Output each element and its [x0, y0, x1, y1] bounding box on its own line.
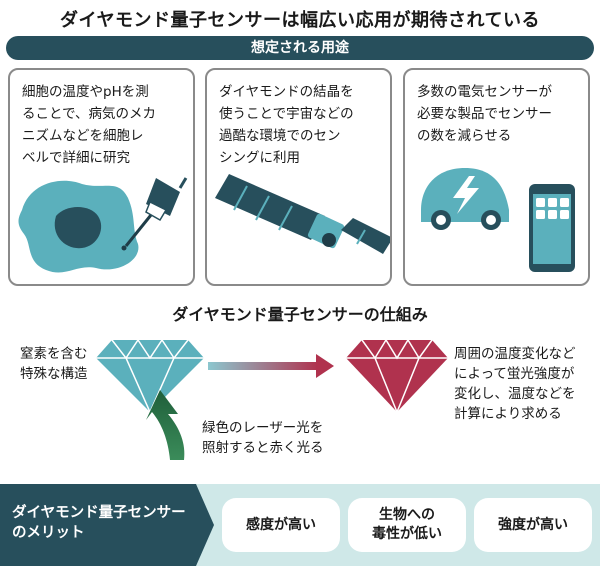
use-card-text: 細胞の温度やpHを測 ることで、病気のメカ ニズムなどを細胞レ ベルで詳細に研究	[22, 84, 157, 166]
use-card-cell: 細胞の温度やpHを測 ることで、病気のメカ ニズムなどを細胞レ ベルで詳細に研究	[8, 68, 195, 286]
laser-arrow-icon	[146, 390, 185, 460]
satellite-icon	[215, 174, 390, 254]
arrow-right-icon	[208, 354, 334, 378]
probe-icon	[121, 177, 188, 251]
uses-header: 想定される用途	[6, 36, 594, 60]
cell-icon	[18, 180, 139, 273]
laser-label: 緑色のレーザー光を 照射すると赤く光る	[202, 420, 324, 456]
products-illustration	[421, 168, 575, 272]
merit-sensitivity: 感度が高い	[222, 498, 340, 552]
merits-label-shape	[0, 484, 214, 566]
structure-label: 窒素を含む 特殊な構造	[20, 346, 88, 382]
use-card-text: ダイヤモンドの結晶を 使うことで宇宙などの 過酷な環境でのセン シングに利用	[219, 84, 354, 166]
red-diamond-icon	[346, 338, 448, 414]
merit-strength: 強度が高い	[474, 498, 592, 552]
use-card-sensors: 多数の電気センサーが 必要な製品でセンサー の数を減らせる	[403, 68, 590, 286]
satellite-illustration	[215, 174, 390, 254]
result-label: 周囲の温度変化など によって蛍光強度が 変化し、温度などを 計算により求める	[454, 346, 576, 422]
smartphone-icon	[529, 184, 575, 272]
merits-label: ダイヤモンド量子センサー のメリット	[12, 505, 186, 541]
mechanism-graphic	[96, 338, 448, 460]
mechanism-title: ダイヤモンド量子センサーの仕組み	[172, 305, 428, 324]
teal-diamond-icon	[96, 338, 204, 414]
use-card-space: ダイヤモンドの結晶を 使うことで宇宙などの 過酷な環境でのセン シングに利用	[205, 68, 392, 286]
electric-car-icon	[421, 168, 509, 230]
use-card-text: 多数の電気センサーが 必要な製品でセンサー の数を減らせる	[417, 84, 552, 144]
cell-illustration	[18, 177, 188, 273]
merit-low-toxicity: 生物への 毒性が低い	[348, 498, 466, 552]
figure-title: ダイヤモンド量子センサーは幅広い応用が期待されている	[60, 10, 540, 31]
